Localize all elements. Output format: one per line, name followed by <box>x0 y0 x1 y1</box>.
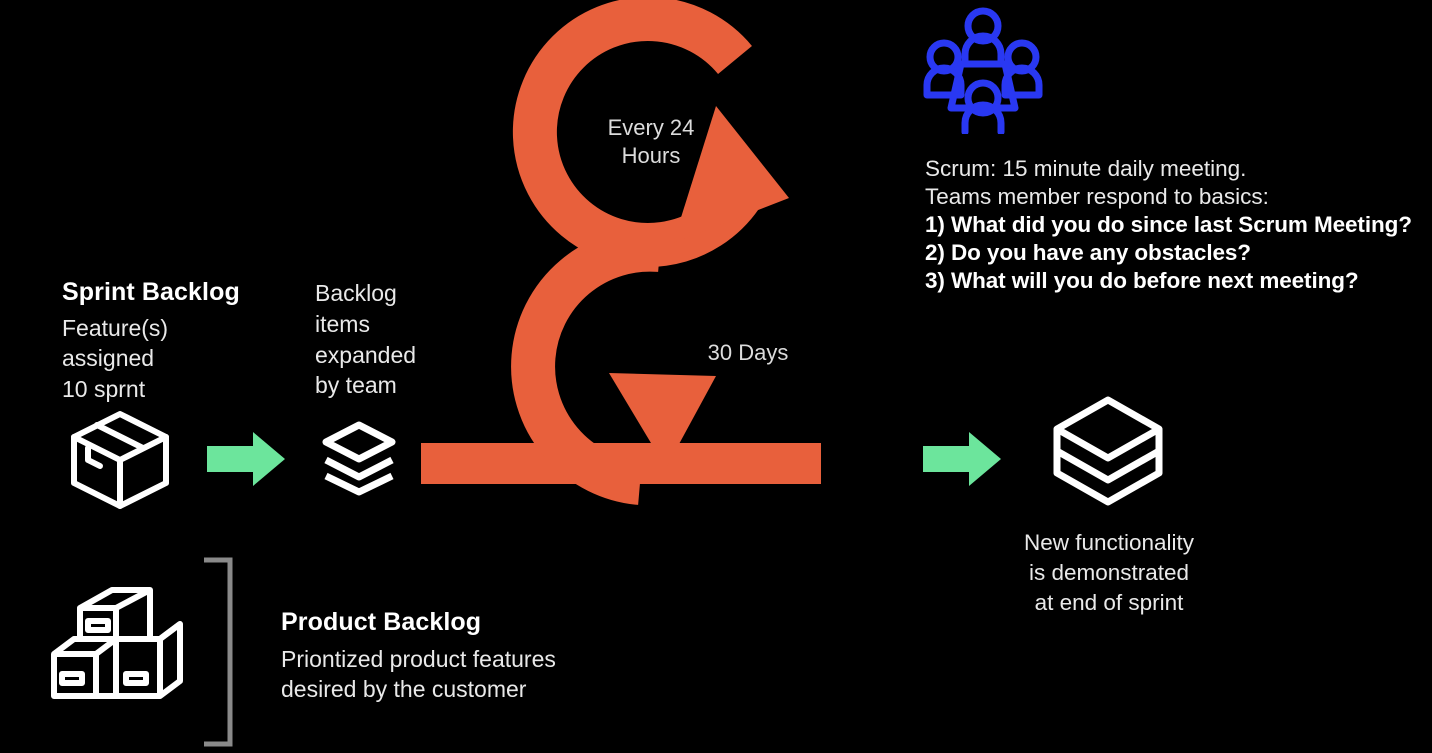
scrum-question-2: 2) Do you have any obstacles? <box>925 239 1251 265</box>
scrum-question-1: 1) What did you do since last Scrum Meet… <box>925 211 1412 237</box>
product-backlog-body: Priontized product features desired by t… <box>281 645 556 703</box>
product-backlog-boxes-icon <box>51 587 183 699</box>
backlog-items-text-block: Backlog items expanded by team <box>315 278 416 401</box>
scrum-note-intro-1: Teams member respond to basics: <box>925 183 1269 209</box>
daily-loop-arc <box>512 0 760 267</box>
scrum-note-intro-0: Scrum: 15 minute daily meeting. <box>925 156 1247 181</box>
grouping-bracket <box>204 557 233 747</box>
package-box-icon <box>71 411 169 509</box>
sprint-backlog-body: Feature(s) assigned 10 sprnt <box>62 314 169 403</box>
scrum-notes-block: Scrum: 15 minute daily meeting. Teams me… <box>925 155 1412 294</box>
daily-loop-label: Every 24 Hours <box>607 115 695 168</box>
sprint-backlog-text-block: Sprint Backlog Feature(s) assigned 10 sp… <box>62 276 240 405</box>
green-arrow-right-icon-2 <box>923 432 1001 486</box>
new-functionality-body: New functionality is demonstrated at end… <box>1023 530 1195 616</box>
daily-loop-arrowhead <box>673 106 789 243</box>
green-arrow-right-icon-1 <box>207 432 285 486</box>
backlog-items-body: Backlog items expanded by team <box>315 280 417 399</box>
stacked-layers-icon <box>322 421 396 496</box>
scrum-question-3: 3) What will you do before next meeting? <box>925 267 1359 293</box>
daily-loop-24-hours <box>512 0 789 267</box>
sprint-loop-arrowhead <box>609 373 716 468</box>
cube-output-icon <box>1053 396 1163 506</box>
product-backlog-title: Product Backlog <box>281 608 482 636</box>
sprint-loop-label: 30 Days <box>707 340 789 365</box>
sprint-backlog-title: Sprint Backlog <box>62 278 240 306</box>
product-backlog-text-block: Product Backlog Priontized product featu… <box>281 606 556 705</box>
new-functionality-text-block: New functionality is demonstrated at end… <box>1003 528 1215 618</box>
meeting-people-icon <box>923 7 1043 134</box>
